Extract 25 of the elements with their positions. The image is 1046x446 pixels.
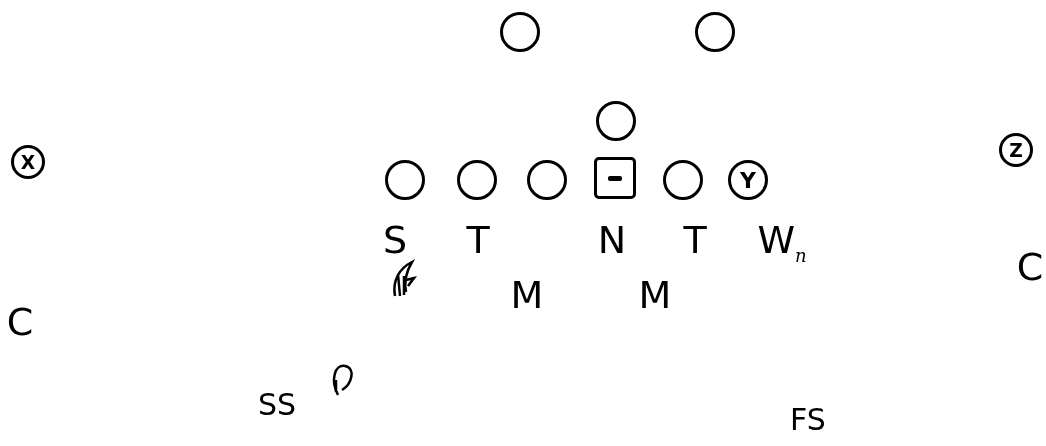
player-circle [596, 101, 636, 141]
position-label: S [382, 221, 408, 259]
position-label: FS [790, 405, 826, 435]
position-label: SS [257, 390, 297, 420]
player-circle [728, 160, 768, 200]
position-label: W$_{n}$ [757, 221, 807, 265]
player-letter: Z [1009, 139, 1023, 161]
player-circle [695, 12, 735, 52]
position-label: C [6, 303, 34, 341]
position-label: T [683, 221, 707, 259]
player-circle [11, 145, 45, 179]
player-circle [527, 160, 567, 200]
position-label: N [597, 221, 627, 259]
position-label: M [638, 276, 672, 314]
position-label: C [1016, 248, 1044, 286]
player-circle [457, 160, 497, 200]
position-label: T [466, 221, 490, 259]
player-circle [500, 12, 540, 52]
position-label: M [510, 276, 544, 314]
player-circle [999, 133, 1033, 167]
player-letter: Y [740, 167, 756, 193]
center-square [594, 157, 636, 199]
player-letter: X [20, 151, 36, 173]
player-circle [385, 160, 425, 200]
player-circle [663, 160, 703, 200]
